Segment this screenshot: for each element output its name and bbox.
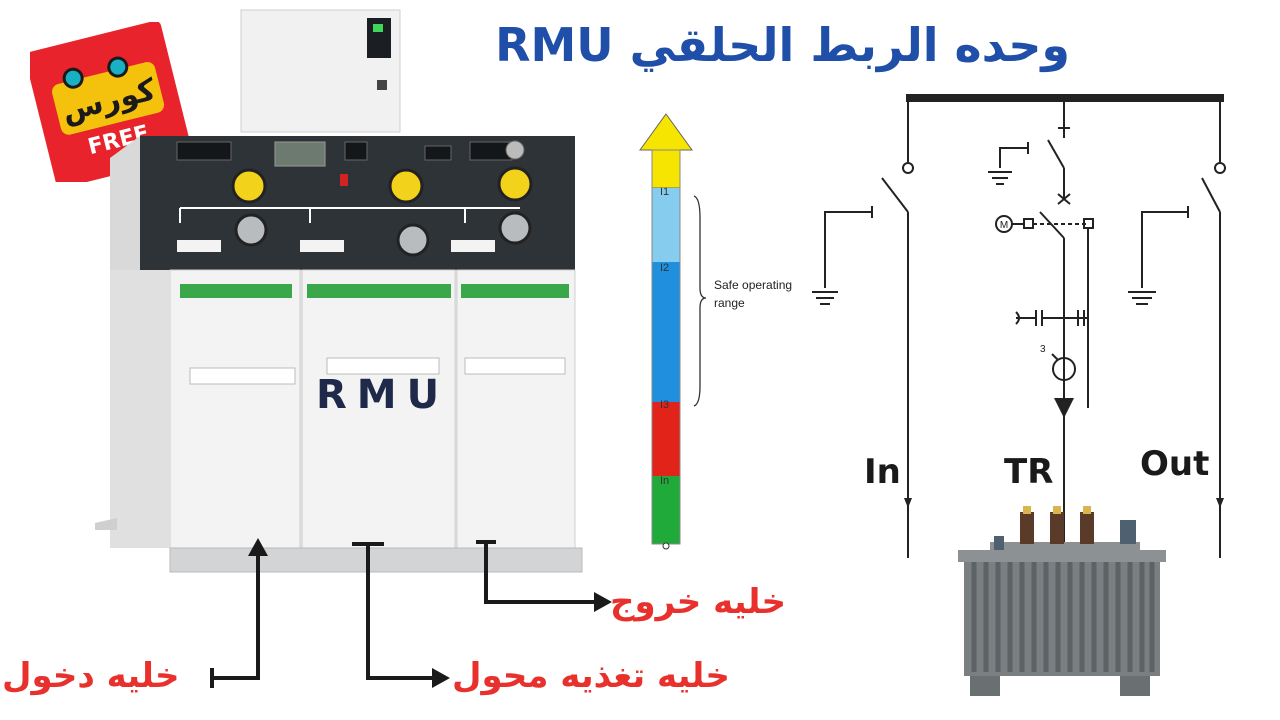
bar-segment-red (652, 402, 680, 476)
label-incoming-cell: خليه دخول (2, 656, 180, 696)
label-in: In (864, 452, 901, 492)
cable-head-arrow (1054, 398, 1074, 418)
panel-display (274, 141, 326, 167)
free-course-badge: كورس FREE (30, 22, 190, 182)
bar-arrow (639, 113, 693, 189)
cabinet-base (169, 547, 583, 573)
arrow-transformer-feed (366, 544, 434, 680)
motor-symbol: M (1000, 220, 1008, 231)
tick-i1: I1 (660, 186, 669, 198)
rmu-label: RMU (316, 372, 450, 418)
ct-count: 3 (1040, 344, 1046, 355)
cell-door-3 (456, 269, 576, 549)
mechanism-1 (231, 168, 267, 204)
cell-door-1 (169, 269, 301, 549)
safe-range-label: Safe operating range (714, 278, 793, 310)
lv-compartment (240, 9, 401, 133)
tick-in: In (660, 475, 669, 487)
safe-range-brace (693, 195, 707, 407)
label-transformer-feed-cell: خليه تغذيه محول (452, 656, 730, 696)
cell-door-2 (301, 269, 456, 549)
label-outgoing-cell: خليه خروج (610, 582, 787, 622)
badge-bubble-left-icon (62, 67, 84, 89)
single-line-diagram: M 3 (812, 94, 1226, 568)
trip-indicator (340, 174, 348, 186)
callout-arrows (210, 538, 612, 688)
arrow-outgoing (484, 542, 596, 604)
badge-bubble-right-icon (107, 56, 129, 78)
tick-i3: I3 (660, 399, 669, 411)
label-out: Out (1140, 444, 1210, 484)
bar-segment-light-blue (652, 188, 680, 262)
label-tr: TR (1004, 452, 1054, 492)
mechanism-3 (497, 166, 533, 202)
current-range-bar: I1 I2 I3 In (639, 113, 707, 550)
page-title: وحده الربط الحلقي RMU (495, 18, 1070, 72)
arrow-incoming (212, 552, 260, 680)
mechanism-2 (388, 168, 424, 204)
tick-i2: I2 (660, 262, 669, 274)
rmu-cabinet-image (95, 9, 583, 573)
bar-segment-green (652, 476, 680, 544)
bar-segment-blue (652, 262, 680, 402)
transformer-image (958, 506, 1166, 696)
